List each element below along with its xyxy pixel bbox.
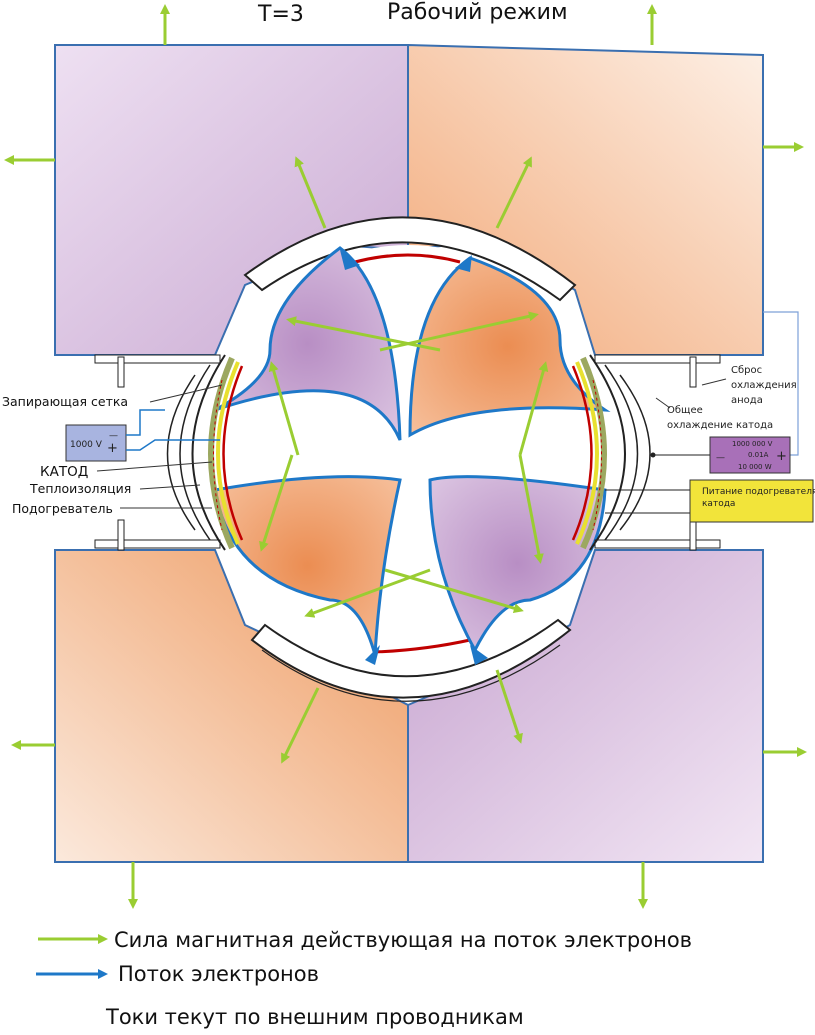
flow-tip-top-right: [455, 255, 472, 272]
left-supply-voltage: 1000 V: [70, 440, 103, 450]
right-supply-plus: +: [776, 449, 787, 464]
flow-tip-bottom-left: [365, 645, 380, 665]
right-power-supply: 1000 000 V 0.01A 10 000 W — +: [650, 311, 799, 474]
left-supply-plus: +: [107, 441, 118, 456]
legend: Сила магнитная действующая на поток элек…: [36, 928, 692, 1029]
label-common-cooling-2: охлаждение катода: [667, 420, 773, 431]
legend-electron-flow: Поток электронов: [118, 962, 319, 986]
right-supply-voltage: 1000 000 V: [732, 440, 773, 448]
mode-title: Рабочий режим: [387, 0, 568, 25]
right-supply-minus: —: [716, 453, 725, 463]
bottom-arc-band: [250, 618, 572, 699]
bottom-hot-segment: [374, 638, 471, 654]
label-cathode: КАТОД: [40, 464, 88, 480]
t-value: T=3: [257, 2, 304, 27]
right-supply-power: 10 000 W: [738, 463, 772, 471]
label-locking-grid: Запирающая сетка: [2, 394, 128, 409]
heater-power-label-2: катода: [702, 499, 735, 509]
legend-magnetic-force: Сила магнитная действующая на поток элек…: [114, 928, 692, 952]
right-supply-current: 0.01A: [748, 451, 769, 459]
label-reset-cooling-2: охлаждения: [731, 380, 797, 391]
right-cathode-assembly: [571, 354, 721, 551]
label-thermal-insulation: Теплоизоляция: [29, 481, 131, 496]
top-arc-band: [243, 216, 577, 302]
left-power-supply: 1000 V — +: [65, 409, 220, 462]
legend-note: Токи текут по внешним проводникам: [105, 1005, 524, 1029]
heater-power-box: Питание подогревателя катода: [605, 479, 815, 523]
label-reset-cooling-1: Сброс: [731, 365, 762, 376]
bottom-arc-shadow: [261, 644, 561, 702]
force-arrows: [4, 4, 807, 909]
top-hot-segment: [354, 253, 461, 264]
left-supply-minus: —: [109, 431, 118, 441]
flow-tip-bottom-right: [470, 645, 488, 665]
label-reset-cooling-3: анода: [731, 395, 763, 406]
label-common-cooling-1: Общее: [667, 405, 703, 416]
label-heater: Подогреватель: [12, 501, 113, 516]
heater-power-label-1: Питание подогревателя: [702, 487, 815, 497]
flow-tip-top-left: [340, 250, 360, 270]
label-pointers: [96, 378, 727, 509]
lobe-bottom-right: [428, 475, 607, 654]
lobe-bottom-left: [213, 475, 402, 656]
